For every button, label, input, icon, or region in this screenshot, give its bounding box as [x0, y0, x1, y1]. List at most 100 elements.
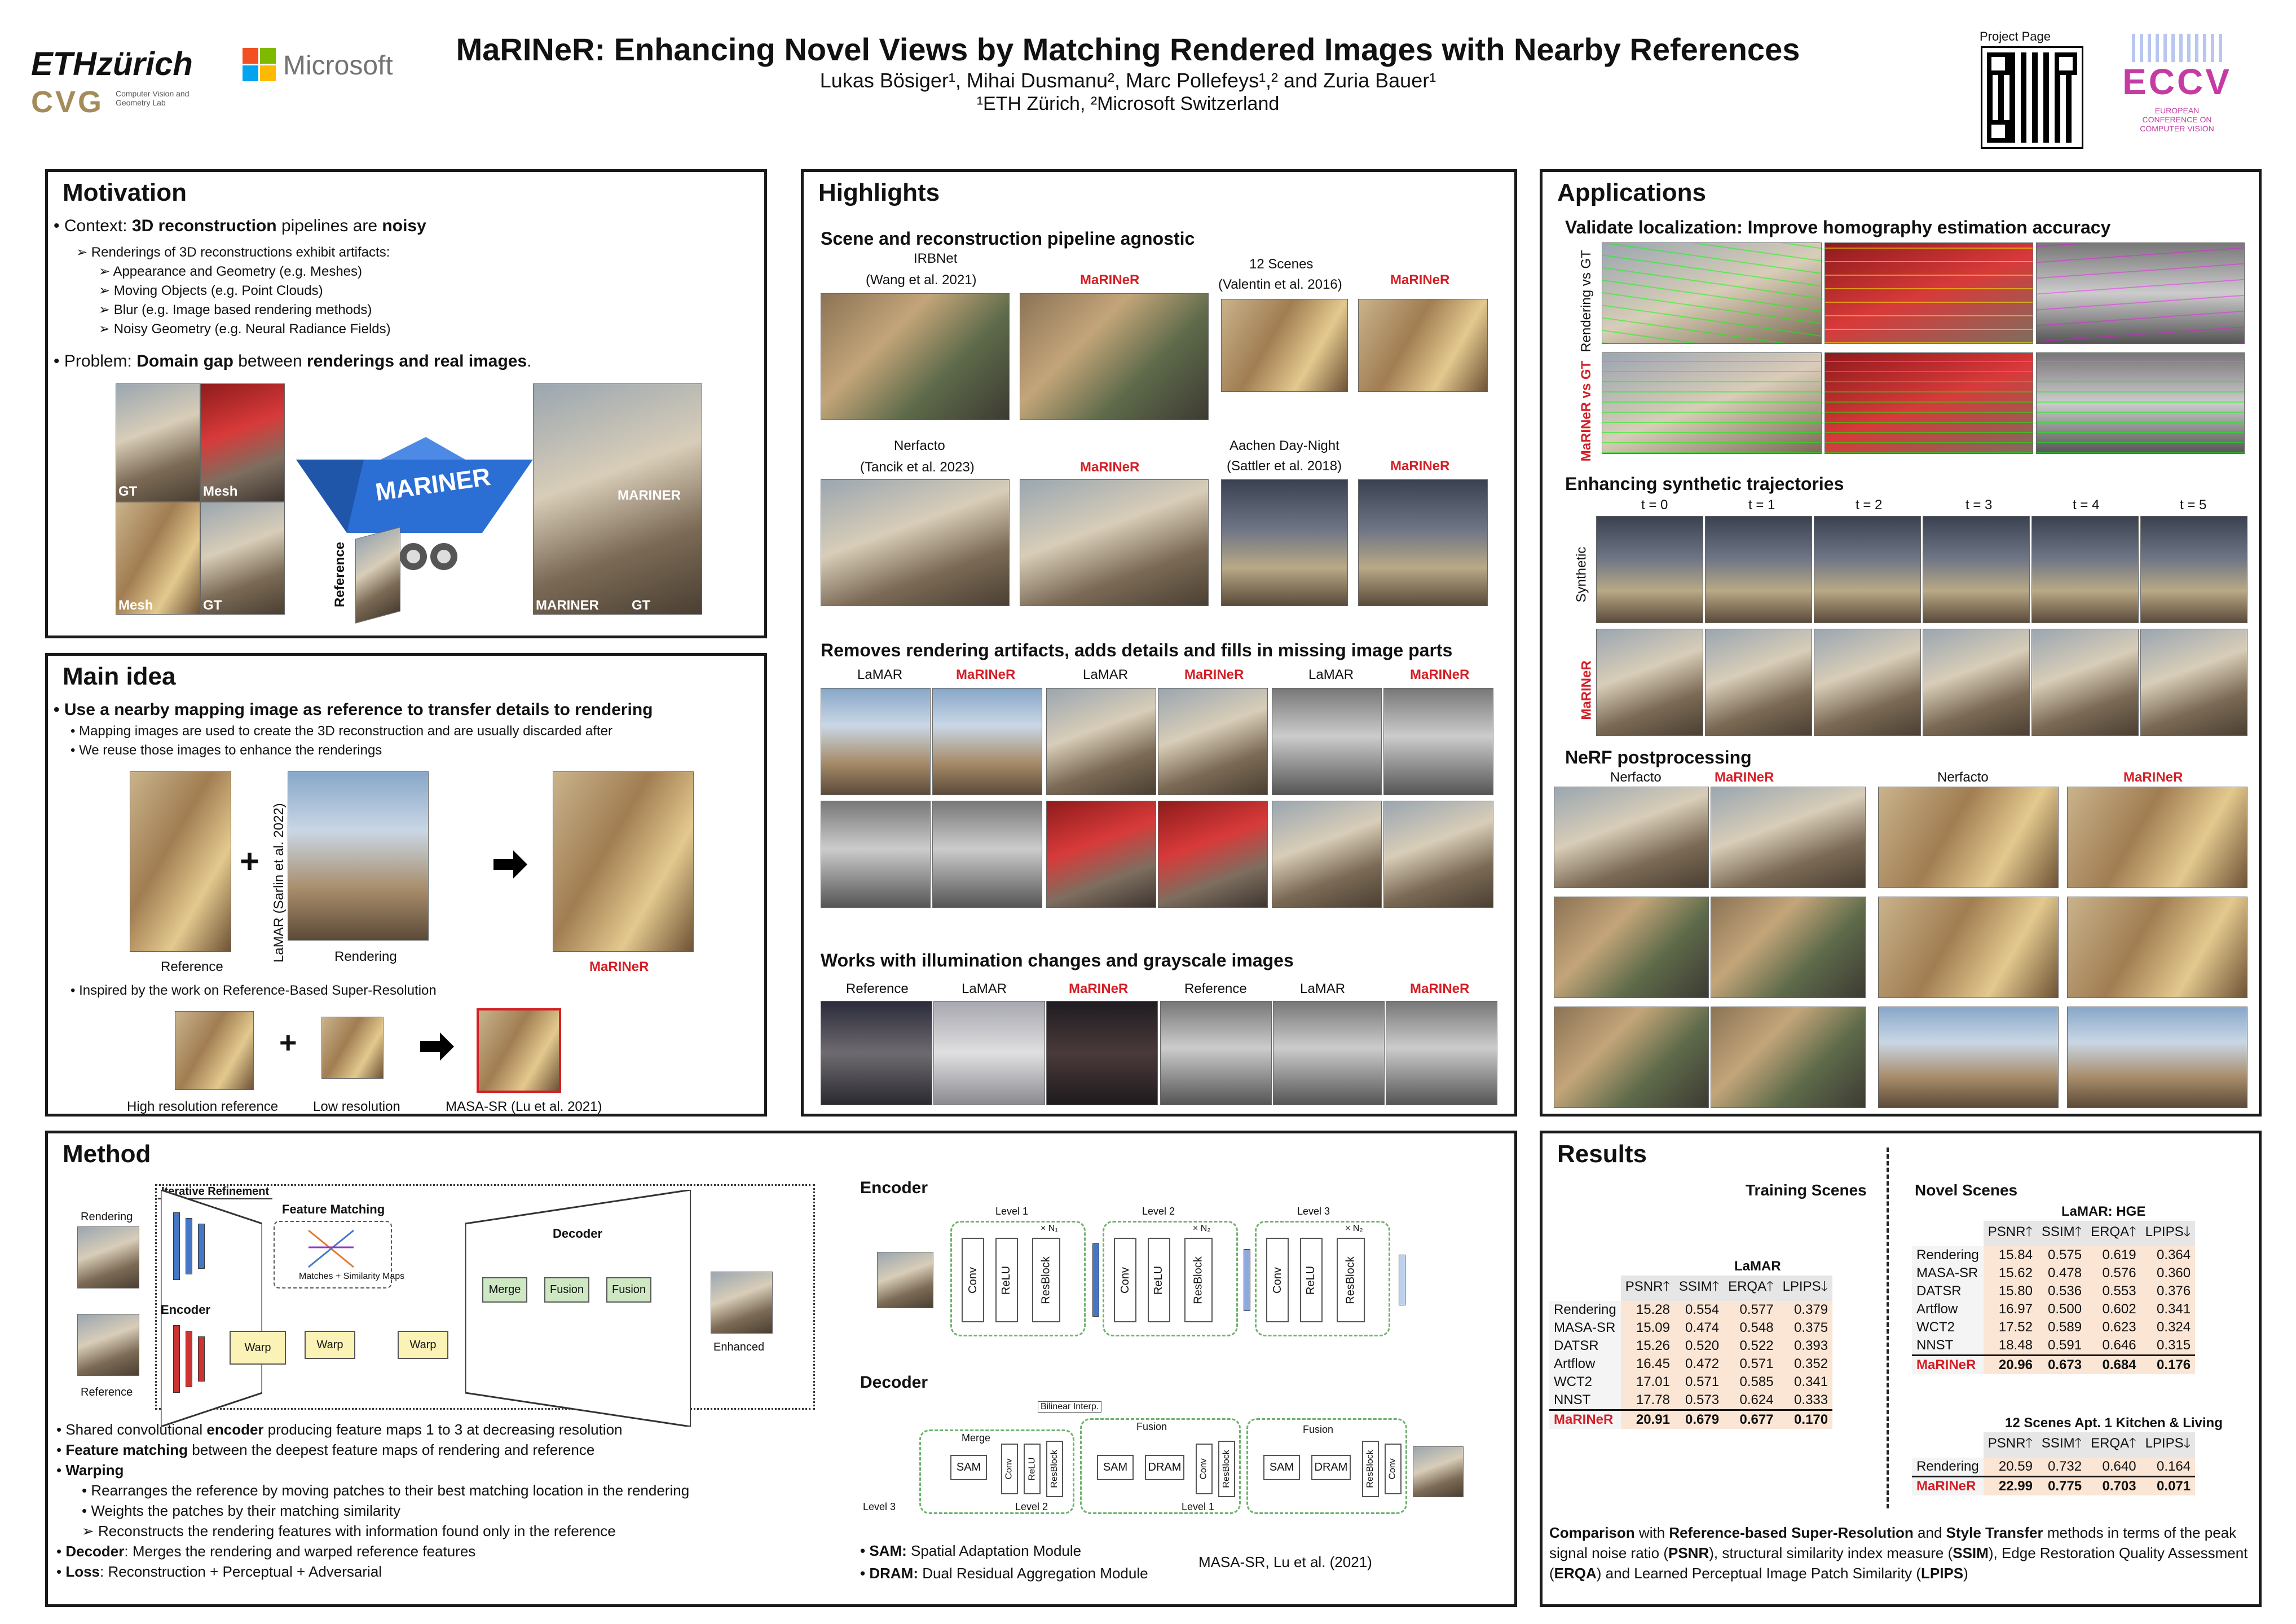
masa-reference: MASA-SR, Lu et al. (2021) — [1198, 1554, 1372, 1570]
main-idea-panel: Main idea • Use a nearby mapping image a… — [45, 653, 767, 1116]
table-method-cell: NNST — [1912, 1336, 1984, 1356]
decoder-fusion-box — [1246, 1418, 1407, 1514]
mariner-frame — [2140, 629, 2247, 736]
mariner-image — [932, 688, 1042, 795]
lamar-label: LaMAR — [857, 667, 903, 682]
resblock-block: ResBlock — [1046, 1441, 1063, 1497]
lamar-caption: LaMAR (Sarlin et al. 2022) — [271, 803, 287, 963]
mariner-image — [932, 801, 1042, 908]
mariner-image — [2067, 897, 2247, 998]
table-value-cell: 0.360 — [2140, 1264, 2196, 1282]
reference-feature-map — [186, 1331, 192, 1387]
homography-mariner-image — [1825, 352, 2033, 454]
homography-rendering-image — [2036, 242, 2245, 344]
xn2-label: × N₂ — [1193, 1224, 1211, 1233]
mariner-frame — [2031, 629, 2139, 736]
table-method-cell: MaRINeR — [1912, 1354, 1984, 1374]
table-value-cell: 0.553 — [2086, 1282, 2141, 1300]
warp-item: ➢ Reconstructs the rendering features wi… — [82, 1522, 616, 1539]
table-value-cell: 0.071 — [2140, 1476, 2196, 1495]
synthetic-frame — [2140, 516, 2247, 623]
qr-code[interactable] — [1981, 46, 2083, 149]
nerfacto-image — [1878, 1007, 2059, 1108]
reference-input-label: Reference — [81, 1386, 133, 1398]
table-value-cell: 22.99 — [1983, 1476, 2037, 1495]
method-bullet: • Warping — [56, 1462, 124, 1479]
table-value-cell: 0.589 — [2037, 1318, 2087, 1336]
main-idea-bullet: • Inspired by the work on Reference-Base… — [70, 983, 437, 998]
table-value-cell: 0.573 — [1674, 1391, 1724, 1410]
table-method-cell: Rendering — [1549, 1301, 1621, 1319]
sam-block: SAM — [1097, 1455, 1134, 1480]
table-value-cell: 15.09 — [1620, 1319, 1674, 1337]
mariner-label: MaRINeR — [2123, 770, 2183, 785]
synthetic-frame — [1814, 516, 1921, 623]
mariner-label: MaRINeR — [1579, 660, 1594, 720]
lamar-image — [1273, 1001, 1385, 1105]
mariner-frame — [1596, 629, 1703, 736]
table-value-cell: 0.315 — [2140, 1336, 2196, 1356]
rendering-feature-map — [186, 1218, 192, 1274]
mariner-image — [1358, 299, 1488, 392]
relu-block: ReLU — [1024, 1444, 1041, 1494]
table-corner — [1912, 1221, 1984, 1246]
encoder-input-image — [877, 1252, 933, 1308]
homography-rendering-image — [1602, 242, 1822, 344]
conv-block: Conv — [1001, 1444, 1018, 1494]
table-value-cell: 0.602 — [2086, 1300, 2141, 1318]
time-label: t = 4 — [2073, 497, 2100, 513]
label-mesh: Mesh — [118, 598, 153, 613]
bilinear-label: Bilinear Interp. — [1038, 1401, 1102, 1413]
synthetic-frame — [1705, 516, 1812, 623]
table-value-cell: 0.554 — [1674, 1301, 1724, 1319]
merge-label: Merge — [962, 1432, 991, 1444]
method-panel: Method Iterative Refinement Rendering Re… — [45, 1131, 1517, 1607]
nerfacto-image — [821, 479, 1010, 606]
homography-mariner-image — [2036, 352, 2245, 454]
table-value-cell: 15.26 — [1620, 1337, 1674, 1355]
table-value-cell: 0.571 — [1724, 1355, 1778, 1373]
enhanced-output-image — [711, 1272, 773, 1334]
mariner-image — [1046, 1001, 1158, 1105]
matches-maps-label: Matches + Similarity Maps — [299, 1272, 405, 1281]
cvg-logo: CVG — [31, 85, 104, 119]
irbnet-ref: (Wang et al. 2021) — [866, 272, 977, 288]
label-mesh: Mesh — [203, 484, 238, 499]
table-method-cell: WCT2 — [1912, 1318, 1984, 1336]
time-label: t = 3 — [1966, 497, 1993, 513]
motivation-context: • Context: 3D reconstruction pipelines a… — [54, 217, 426, 235]
mariner-image — [2067, 787, 2247, 888]
table-header: PSNR🡑 — [1620, 1276, 1674, 1301]
table-value-cell: 0.576 — [2086, 1264, 2141, 1282]
table-value-cell: 0.679 — [1674, 1409, 1724, 1429]
time-label: t = 1 — [1748, 497, 1775, 513]
training-scenes-label: Training Scenes — [1746, 1181, 1867, 1199]
highlights-sub: Removes rendering artifacts, adds detail… — [821, 640, 1453, 660]
merge-block: Merge — [482, 1277, 527, 1303]
table-value-cell: 0.520 — [1674, 1337, 1724, 1355]
reference-image — [1160, 1001, 1272, 1105]
nerfacto-image — [1554, 897, 1709, 998]
caption-reference: Reference — [161, 959, 223, 974]
arrow-right-icon — [420, 1032, 454, 1063]
lamar-image — [933, 1001, 1045, 1105]
lamar-label: LaMAR — [1300, 981, 1346, 996]
synthetic-frame — [1596, 516, 1703, 623]
scenes12-label: 12 Scenes — [1249, 257, 1314, 272]
applications-sub: Enhancing synthetic trajectories — [1565, 474, 1844, 494]
table-value-cell: 0.500 — [2037, 1300, 2087, 1318]
dram-definition: • DRAM: Dual Residual Aggregation Module — [860, 1565, 1148, 1582]
mariner-image — [1158, 801, 1268, 908]
enhanced-label: Enhanced — [713, 1341, 765, 1353]
reference-label: Reference — [1184, 981, 1247, 996]
reference-image — [355, 527, 400, 624]
caption-hr: High resolution reference — [127, 1099, 279, 1114]
masa-sr-image — [477, 1008, 561, 1093]
relu-block: ReLU — [995, 1238, 1018, 1322]
